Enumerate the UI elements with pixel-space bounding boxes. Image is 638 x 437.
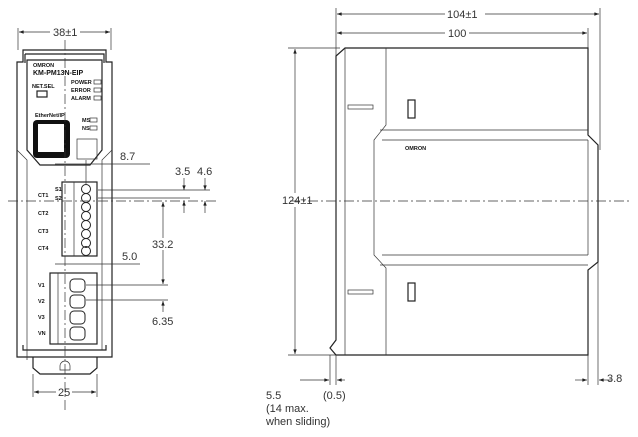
voltage-terminal-block xyxy=(49,272,98,345)
dim-104: 104±1 xyxy=(447,9,478,21)
side-brand-label: OMRON xyxy=(405,146,426,152)
dim-3-5: 3.5 xyxy=(175,166,190,178)
ct3-label: CT3 xyxy=(38,229,48,235)
dim-4-6: 4.6 xyxy=(197,166,212,178)
dim-6-35: 6.35 xyxy=(152,316,173,328)
dim-33-2: 33.2 xyxy=(152,239,173,251)
dim-100: 100 xyxy=(448,28,466,40)
ct-terminal-block xyxy=(61,181,98,257)
model-label: KM-PM13N-EIP xyxy=(33,70,84,77)
dim-25: 25 xyxy=(58,387,70,399)
led-ns-label: NS xyxy=(82,126,90,132)
dim-3-8: 3.8 xyxy=(607,373,622,385)
v2-label: V2 xyxy=(38,299,45,305)
ct2-label: CT2 xyxy=(38,211,48,217)
brand-label: OMRON xyxy=(33,63,54,69)
side-view: 104±1 100 124±1 OMRON 5.5 (14 max. when … xyxy=(265,8,632,428)
led-error-label: ERROR xyxy=(71,88,91,94)
dim-5-5-note-2: when sliding) xyxy=(265,416,330,428)
s1-label: S1 xyxy=(55,187,62,193)
dim-8-7: 8.7 xyxy=(120,151,135,163)
led-power-label: POWER xyxy=(71,80,92,86)
dim-0-5: (0.5) xyxy=(323,390,346,402)
dim-5-0: 5.0 xyxy=(122,251,137,263)
led-ms-label: MS xyxy=(82,118,91,124)
v3-label: V3 xyxy=(38,315,45,321)
front-view: 38±1 OMRON KM-PM13N-EIP NET.SEL POWER ER… xyxy=(8,25,218,412)
dim-38: 38±1 xyxy=(53,27,77,39)
ct1-label: CT1 xyxy=(38,193,48,199)
dim-5-5: 5.5 xyxy=(266,390,281,402)
port-label: EtherNet/IP xyxy=(35,113,65,119)
ct4-label: CT4 xyxy=(38,246,49,252)
dim-5-5-note-1: (14 max. xyxy=(266,403,309,415)
v1-label: V1 xyxy=(38,283,45,289)
switch-label: NET.SEL xyxy=(32,84,55,90)
net-select-switch xyxy=(36,90,48,98)
s2-label: S2 xyxy=(55,196,62,202)
led-alarm-label: ALARM xyxy=(71,96,91,102)
vn-label: VN xyxy=(38,331,46,337)
